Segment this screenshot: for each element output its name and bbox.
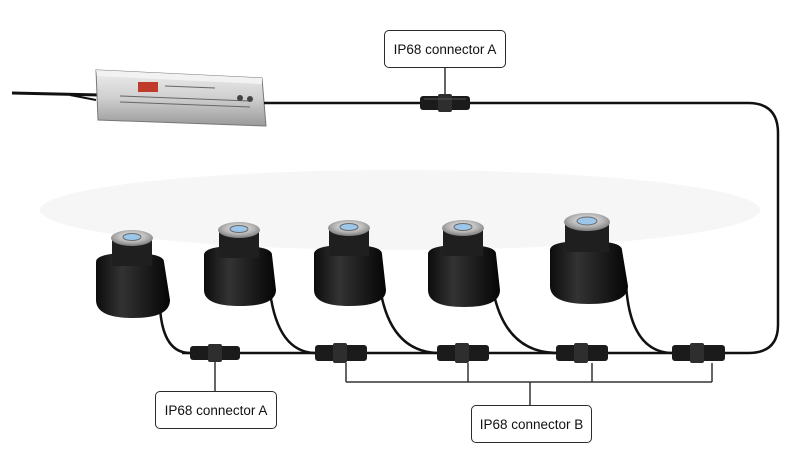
driver-label-text (119, 85, 251, 108)
inground-light (428, 220, 500, 307)
mains-cable-stub (69, 94, 97, 101)
connector-a-label-top: IP68 connector A (384, 30, 506, 68)
led-driver (95, 69, 267, 127)
ip68-connector-a-bottom (190, 344, 240, 362)
ip68-connector-b (437, 343, 489, 363)
driver-adjust-knob (247, 96, 253, 102)
connector-a-label-bottom: IP68 connector A (155, 391, 277, 429)
driver-adjust-knob (237, 95, 243, 101)
ip68-connector-b (556, 343, 608, 363)
ip68-connector-b (672, 343, 725, 363)
mains-input-cable (11, 91, 101, 97)
inground-light (550, 213, 628, 304)
inground-light (204, 222, 276, 306)
inground-light (314, 220, 386, 306)
driver-brand-label (138, 82, 158, 92)
ip68-connector-a-top (420, 94, 470, 112)
lamp-leads (158, 283, 673, 355)
ip68-connector-b (315, 343, 367, 363)
inground-light (96, 230, 170, 318)
main-loop-cable (470, 101, 780, 355)
callout-bracket-b (345, 363, 713, 405)
connector-b-label: IP68 connector B (471, 405, 592, 443)
